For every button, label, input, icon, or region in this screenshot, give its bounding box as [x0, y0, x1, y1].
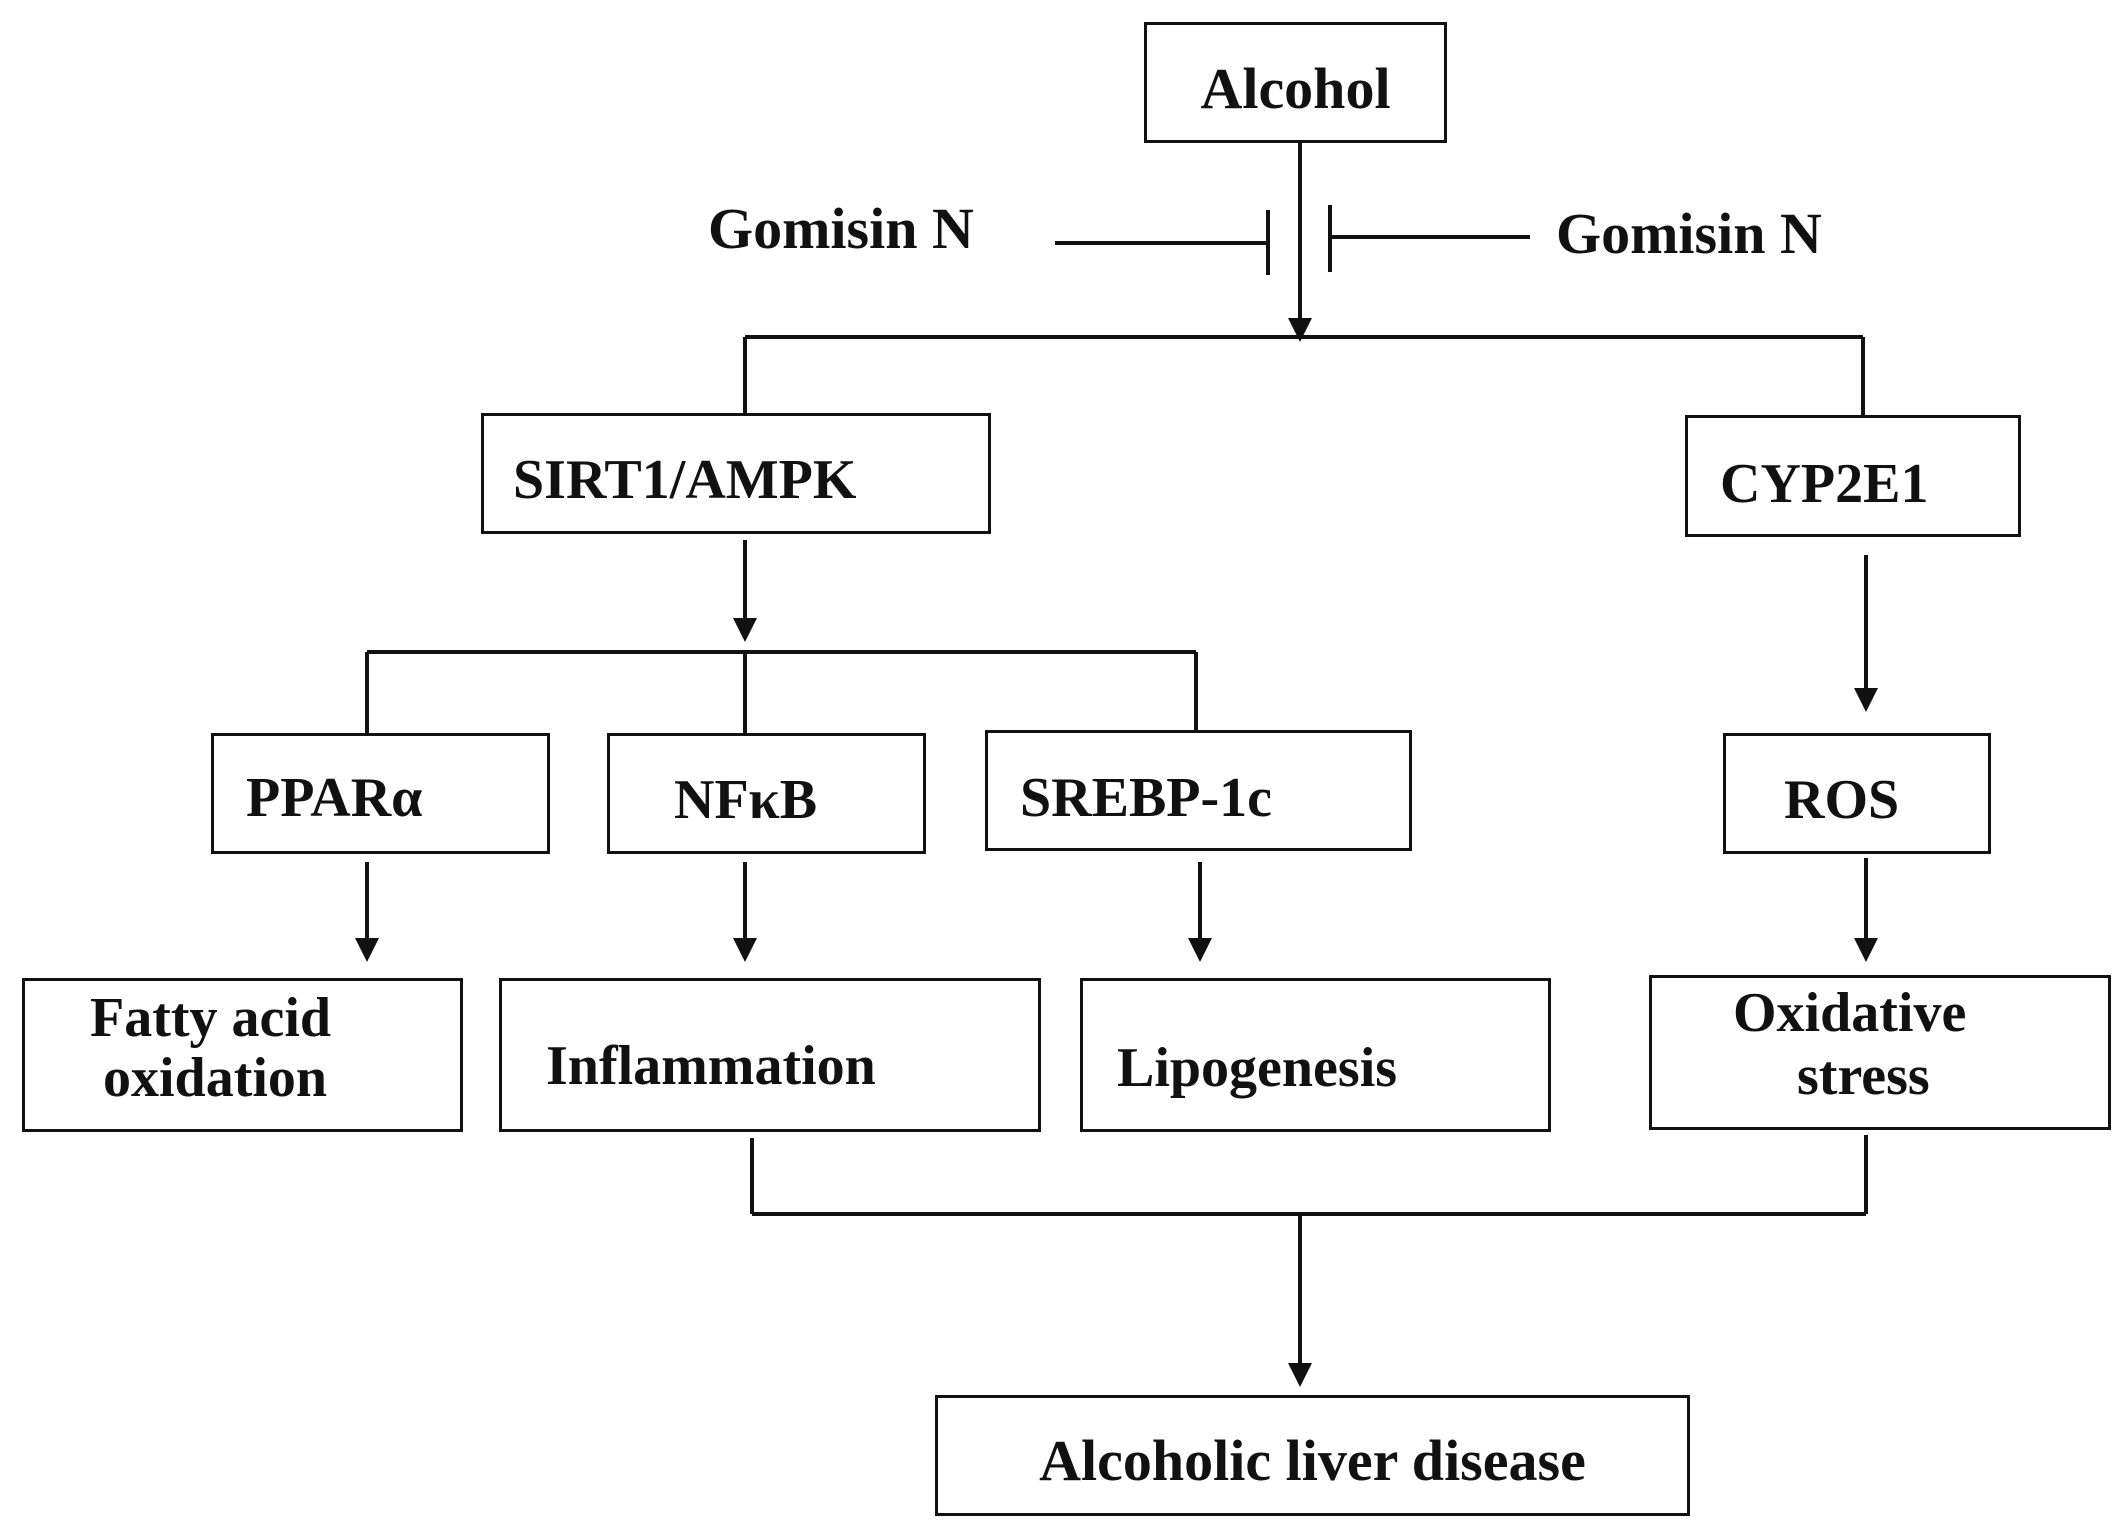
nfkb-box — [607, 733, 926, 854]
inhibitor-left-label: Gomisin N — [708, 196, 974, 261]
cyp2e1-label: CYP2E1 — [1720, 453, 1929, 515]
srebp-box — [985, 730, 1412, 851]
ppara-label: PPARα — [246, 767, 423, 829]
nfkb-arrowhead — [733, 938, 757, 962]
lipogenesis-label: Lipogenesis — [1117, 1037, 1398, 1099]
sirt1-ampk-label: SIRT1/AMPK — [513, 449, 857, 511]
alcohol-arrowhead — [1288, 318, 1312, 342]
srebp-label: SREBP-1c — [1020, 767, 1272, 829]
oxidative-stress-box — [1649, 975, 2111, 1130]
ros-arrowhead — [1854, 938, 1878, 962]
ros-box — [1723, 733, 1991, 854]
alcoholic-liver-disease-box — [935, 1395, 1690, 1516]
cyp2e1-arrowhead — [1854, 688, 1878, 712]
ppara-box — [211, 733, 550, 854]
srebp-arrowhead — [1188, 938, 1212, 962]
fatty-acid-oxidation-box — [22, 978, 463, 1132]
fatty-acid-oxidation-line1: Fatty acid — [90, 987, 332, 1049]
fatty-acid-oxidation-line2: oxidation — [103, 1047, 328, 1109]
inflammation-label: Inflammation — [546, 1035, 876, 1097]
lipogenesis-box — [1080, 978, 1551, 1132]
inflammation-box — [499, 978, 1041, 1132]
sirt1-ampk-box — [481, 413, 991, 534]
alcohol-box — [1144, 22, 1447, 143]
ppara-arrowhead — [355, 938, 379, 962]
oxidative-stress-line1: Oxidative — [1733, 982, 1967, 1044]
alcoholic-liver-disease-label: Alcoholic liver disease — [1039, 1428, 1586, 1493]
ald-arrowhead — [1288, 1363, 1312, 1387]
oxidative-stress-line2: stress — [1797, 1045, 1930, 1107]
alcohol-label: Alcohol — [1200, 56, 1391, 121]
ros-label: ROS — [1784, 769, 1900, 831]
cyp2e1-box — [1685, 415, 2021, 537]
inhibitor-right-label: Gomisin N — [1556, 201, 1822, 266]
nfkb-label: NFκB — [674, 769, 818, 831]
sirt1-arrowhead — [733, 618, 757, 642]
